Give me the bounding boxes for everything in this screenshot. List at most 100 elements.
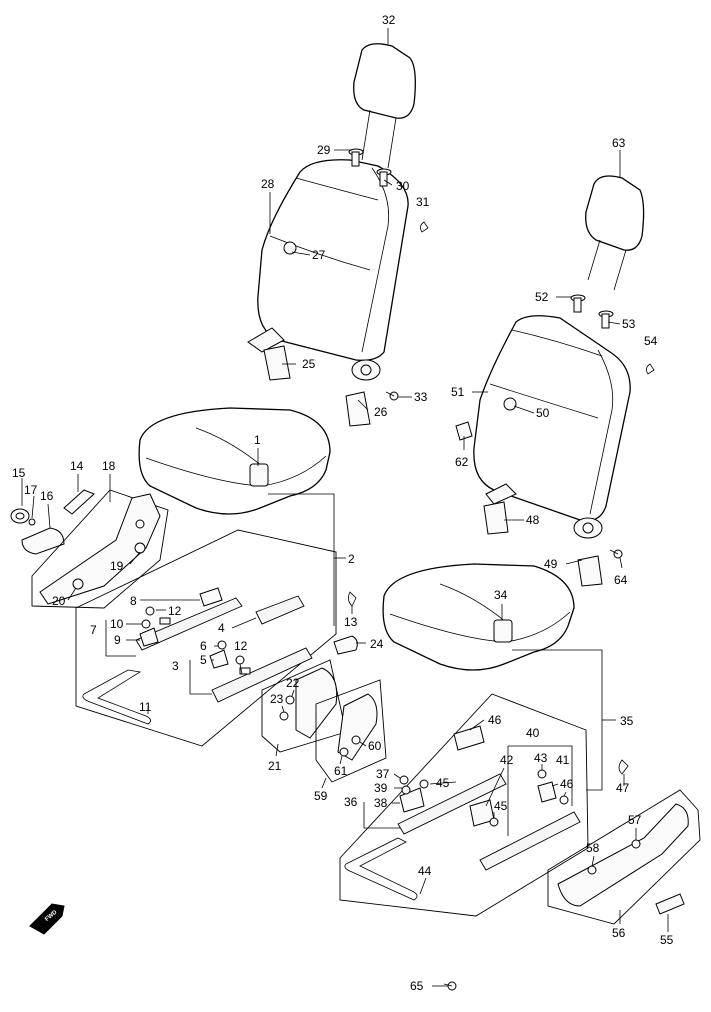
callout-15: 15 — [12, 466, 26, 480]
callout-21: 21 — [268, 759, 282, 773]
nut-46b — [559, 795, 569, 805]
callout-9: 9 — [114, 633, 121, 647]
callout-52: 52 — [535, 290, 549, 304]
screw-22 — [285, 695, 295, 705]
rail-7 — [135, 597, 243, 651]
callout-23: 23 — [270, 692, 284, 706]
callout-45a: 45 — [436, 776, 450, 790]
bracket-9 — [139, 627, 159, 647]
callout-2: 2 — [348, 552, 355, 566]
callout-65: 65 — [410, 979, 424, 993]
callout-24: 24 — [370, 637, 384, 651]
recliner-knob-50 — [503, 397, 517, 411]
callout-7: 7 — [90, 623, 97, 637]
callout-6: 6 — [200, 639, 207, 653]
knob-15 — [10, 508, 30, 524]
cover-24 — [333, 635, 358, 655]
callout-42: 42 — [500, 753, 514, 767]
callout-13: 13 — [344, 615, 358, 629]
callout-34: 34 — [494, 588, 508, 602]
hinge-cover-48 — [483, 483, 517, 535]
callout-46a: 46 — [488, 713, 502, 727]
callout-48: 48 — [526, 513, 540, 527]
callout-32: 32 — [382, 13, 396, 27]
callout-63: 63 — [612, 136, 626, 150]
headrest-guide-53 — [598, 310, 614, 329]
headrest-guide-29 — [348, 148, 364, 167]
clip-54 — [646, 363, 655, 375]
cover-55 — [655, 893, 685, 915]
screw-17 — [28, 518, 36, 526]
bolt-65 — [443, 981, 457, 991]
callout-1: 1 — [254, 433, 261, 447]
hinge-cover-26 — [345, 359, 381, 427]
nut-43 — [537, 769, 547, 779]
callout-30: 30 — [396, 179, 410, 193]
nut-6 — [217, 640, 227, 650]
callout-49: 49 — [544, 557, 558, 571]
nut-45a — [419, 779, 429, 789]
wire-11 — [82, 669, 151, 725]
side-cover-56 — [557, 803, 689, 907]
callout-61: 61 — [334, 764, 348, 778]
callout-45b: 45 — [494, 799, 508, 813]
callout-17: 17 — [24, 483, 38, 497]
callout-57: 57 — [628, 813, 642, 827]
callout-43: 43 — [534, 751, 548, 765]
nut-37 — [399, 775, 409, 785]
right-seat-cushion — [382, 563, 575, 671]
callout-53: 53 — [622, 317, 636, 331]
callout-19: 19 — [110, 559, 124, 573]
screw-61 — [339, 747, 349, 757]
lever-16 — [21, 527, 65, 555]
rail-40 — [479, 811, 581, 871]
screw-19 — [134, 542, 146, 554]
callout-62: 62 — [455, 455, 469, 469]
clip-47 — [618, 759, 629, 775]
callout-16: 16 — [40, 489, 54, 503]
fwd-arrow-icon: FWD — [29, 903, 65, 935]
callout-55: 55 — [660, 933, 674, 947]
callout-31: 31 — [416, 195, 430, 209]
callout-60: 60 — [368, 739, 382, 753]
adjuster-group-box-35 — [339, 693, 589, 917]
bracket-5 — [209, 649, 229, 669]
bolt-33 — [385, 391, 399, 401]
callout-27: 27 — [312, 248, 326, 262]
bolt-64 — [609, 549, 623, 559]
screw-23 — [279, 711, 289, 721]
callout-33: 33 — [414, 390, 428, 404]
callout-35: 35 — [620, 714, 634, 728]
callout-28: 28 — [261, 177, 275, 191]
callout-44: 44 — [418, 864, 432, 878]
group-box-21 — [261, 659, 347, 753]
callout-10: 10 — [110, 617, 124, 631]
nut-12a — [145, 606, 155, 616]
cover-59 — [337, 693, 378, 761]
hinge-cover-49 — [573, 517, 603, 587]
nut-45b — [489, 817, 499, 827]
callout-numbers: 32 63 29 30 28 31 27 25 26 33 52 53 54 5… — [12, 13, 674, 993]
right-headrest — [585, 175, 645, 291]
callout-39: 39 — [374, 781, 388, 795]
callout-38: 38 — [374, 796, 388, 810]
rail-3 — [211, 647, 313, 703]
cover-21 — [295, 667, 338, 739]
cap-62 — [455, 421, 473, 441]
wire-44 — [344, 837, 418, 901]
bracket-8 — [199, 587, 223, 607]
hinge-cover-25 — [247, 327, 291, 381]
lever-14 — [63, 489, 95, 515]
clip-13 — [348, 591, 357, 607]
callout-36: 36 — [344, 795, 358, 809]
callout-47: 47 — [616, 781, 630, 795]
callout-58: 58 — [586, 841, 600, 855]
adjuster-group-box-2 — [75, 529, 337, 747]
callout-56: 56 — [612, 926, 626, 940]
side-cover-18 — [31, 489, 169, 609]
recliner-knob-27 — [283, 241, 297, 255]
callout-4: 4 — [218, 621, 225, 635]
callout-5: 5 — [200, 653, 207, 667]
headrest-guide-30 — [376, 168, 392, 187]
